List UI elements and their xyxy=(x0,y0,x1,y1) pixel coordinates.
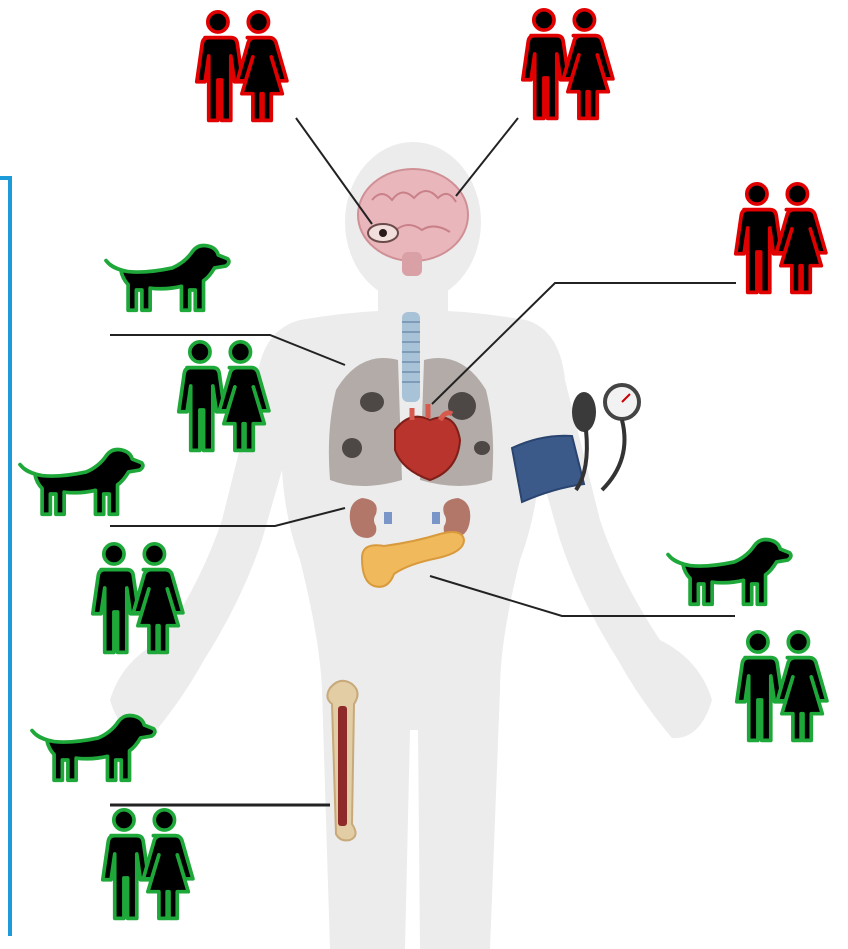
dog-icon-kidneys-green xyxy=(20,449,143,514)
leader-eye xyxy=(296,118,372,224)
human-pair-icon-brain-red xyxy=(523,10,613,119)
leader-brain xyxy=(456,118,518,196)
dog-icon-bone-green xyxy=(32,715,155,780)
dog-icon-lungs-green xyxy=(106,245,229,310)
eye-organ xyxy=(368,224,398,242)
human-pair-icon-heart-red xyxy=(736,184,826,293)
trachea-organ xyxy=(402,312,420,402)
human-pair-icon-pancreas-green xyxy=(737,632,827,741)
dog-icon-pancreas-green xyxy=(668,539,791,604)
human-pair-icon-eye-red xyxy=(197,12,287,121)
human-pair-icon-bone-green xyxy=(103,810,193,919)
